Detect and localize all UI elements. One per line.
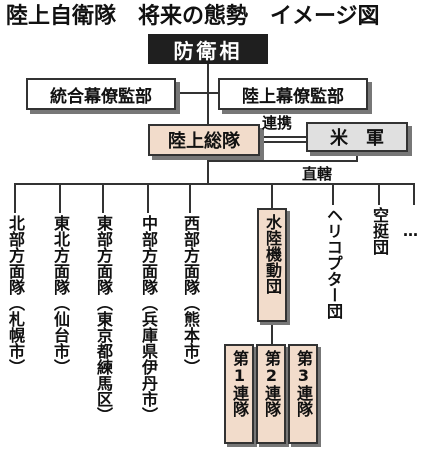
node-joint-staff: 統合幕僚監部 <box>26 78 176 110</box>
connector-staff-row <box>178 92 228 94</box>
node-regiment-3: 第3連隊 <box>288 344 318 444</box>
node-regiment-2: 第2連隊 <box>256 344 286 444</box>
connector-us-down-h <box>208 160 358 162</box>
connector-army-1 <box>14 183 16 213</box>
node-amphibious-brigade: 水陸機動団 <box>257 208 287 322</box>
node-army-middle: 中部方面隊（兵庫県伊丹市） <box>139 215 158 423</box>
node-army-northern: 北部方面隊（札幌市） <box>6 215 25 375</box>
node-regiment-2-label: 第2連隊 <box>262 350 281 417</box>
connector-liaison-1 <box>258 136 308 138</box>
connector-army-5 <box>189 183 191 213</box>
node-regiment-1: 第1連隊 <box>224 344 254 444</box>
node-ground-component-command: 陸上総隊 <box>148 124 260 156</box>
connector-regiments-down <box>271 322 273 344</box>
node-minister-of-defense: 防衛相 <box>148 34 268 64</box>
node-helicopter-brigade: ヘリコプター団 <box>324 207 343 319</box>
connector-airborne <box>378 183 380 205</box>
node-army-eastern: 東部方面隊（東京都練馬区） <box>94 215 113 423</box>
connector-branch-row <box>14 183 414 185</box>
node-us-forces: 米軍 <box>306 122 408 152</box>
node-regiment-3-label: 第3連隊 <box>294 350 313 417</box>
connector-mod-down <box>207 62 209 184</box>
node-others-ellipsis: … <box>403 222 418 240</box>
connector-liaison-2 <box>258 141 308 143</box>
connector-army-3 <box>102 183 104 213</box>
node-army-northeastern: 東北方面隊（仙台市） <box>51 215 70 375</box>
label-direct-control: 直轄 <box>302 165 333 183</box>
connector-us-down-v <box>356 150 358 162</box>
diagram-title: 陸上自衛隊 将来の態勢 イメージ図 <box>6 4 380 29</box>
connector-amphibious <box>271 183 273 208</box>
connector-army-2 <box>59 183 61 213</box>
node-gsdf-staff: 陸上幕僚監部 <box>218 78 368 110</box>
connector-etc <box>413 183 415 205</box>
node-army-western: 西部方面隊（熊本市） <box>181 215 200 375</box>
label-coordination: 連携 <box>262 114 293 132</box>
connector-helicopter <box>332 183 334 205</box>
node-amphibious-brigade-label: 水陸機動団 <box>263 214 282 294</box>
node-regiment-1-label: 第1連隊 <box>230 350 249 417</box>
node-airborne-brigade: 空挺団 <box>370 207 389 255</box>
connector-army-4 <box>147 183 149 213</box>
